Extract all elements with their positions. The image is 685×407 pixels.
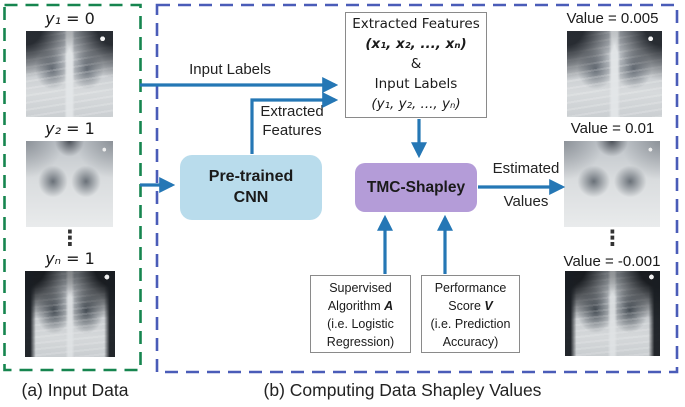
xray-image-output-3 bbox=[565, 271, 660, 356]
extracted-features-box: Extracted Features (x₁, x₂, ..., xₙ) & I… bbox=[345, 12, 487, 118]
cnn-box-line2: CNN bbox=[233, 189, 269, 206]
estimated-values-arrow-label-top: Estimated bbox=[492, 160, 560, 177]
caption-input-data: (a) Input Data bbox=[21, 380, 129, 400]
tmc-shapley-box: TMC-Shapley bbox=[355, 163, 477, 212]
performance-box-line4: Accuracy) bbox=[442, 335, 499, 349]
caption-computing-shapley: (b) Computing Data Shapley Values bbox=[263, 380, 542, 400]
supervised-box-line1: Supervised bbox=[329, 281, 392, 295]
supervised-box-line4: Regression) bbox=[326, 335, 395, 349]
performance-box-line1: Performance bbox=[434, 281, 507, 295]
xray-image-input-3 bbox=[25, 271, 115, 357]
tmc-box-label: TMC-Shapley bbox=[366, 178, 466, 196]
extracted-features-arrow-label: Extracted Features bbox=[260, 103, 324, 139]
output-value-label-2: Value = 0.01 bbox=[570, 120, 655, 137]
features-box-line1: Extracted Features bbox=[352, 16, 480, 32]
features-box-x-tuple: (x₁, x₂, ..., xₙ) bbox=[365, 36, 467, 52]
output-value-label-1: Value = 0.005 bbox=[566, 10, 659, 27]
xray-image-input-1 bbox=[26, 31, 113, 117]
vertical-ellipsis-output-icon: ⋮ bbox=[602, 226, 623, 250]
pretrained-cnn-box: Pre-trained CNN bbox=[180, 155, 322, 220]
supervised-box-line2: Algorithm A bbox=[327, 299, 394, 313]
supervised-box-line3: (i.e. Logistic bbox=[327, 317, 394, 331]
vertical-ellipsis-input-icon: ⋮ bbox=[59, 226, 81, 250]
performance-box-line2: Score V bbox=[448, 299, 493, 313]
xray-image-input-2 bbox=[26, 141, 113, 227]
performance-score-box: Performance Score V (i.e. Prediction Acc… bbox=[421, 275, 520, 353]
input-label-y2: y₂ = 1 bbox=[45, 119, 95, 138]
cnn-box-line1: Pre-trained bbox=[208, 168, 294, 185]
input-label-y1: y₁ = 0 bbox=[45, 9, 95, 28]
features-box-y-tuple: (y₁, y₂, ..., yₙ) bbox=[371, 96, 461, 112]
features-box-ampersand: & bbox=[410, 56, 422, 72]
input-label-yn: yₙ = 1 bbox=[45, 249, 95, 268]
supervised-algorithm-box: Supervised Algorithm A (i.e. Logistic Re… bbox=[310, 275, 411, 353]
input-labels-arrow-label: Input Labels bbox=[189, 61, 271, 78]
performance-box-line3: (i.e. Prediction bbox=[430, 317, 511, 331]
features-box-line4: Input Labels bbox=[374, 76, 458, 92]
estimated-values-arrow-label-bottom: Values bbox=[503, 193, 549, 210]
xray-image-output-2 bbox=[564, 141, 660, 227]
xray-image-output-1 bbox=[567, 31, 662, 117]
output-value-label-3: Value = -0.001 bbox=[563, 253, 661, 270]
